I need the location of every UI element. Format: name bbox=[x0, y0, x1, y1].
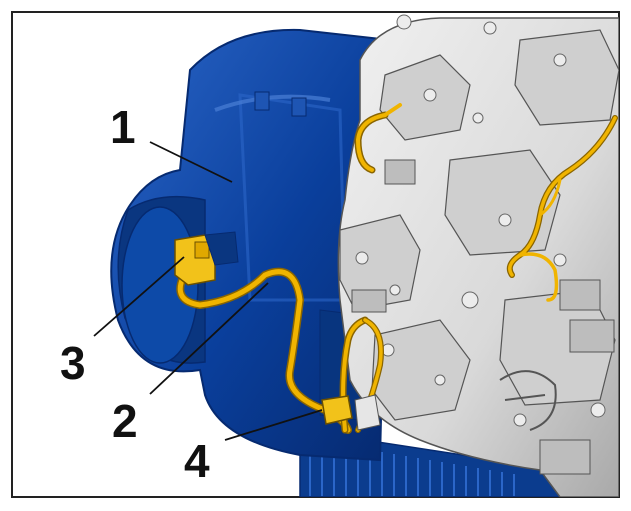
leader-line-2 bbox=[149, 282, 269, 395]
leader-line-3 bbox=[93, 256, 185, 337]
actuator-module bbox=[337, 14, 619, 497]
module-connector bbox=[321, 394, 381, 431]
callout-4: 4 bbox=[184, 435, 210, 487]
leader-line-4 bbox=[224, 409, 323, 441]
leader-lines bbox=[93, 141, 323, 441]
callout-1: 1 bbox=[110, 101, 136, 153]
callout-3: 3 bbox=[60, 337, 86, 389]
leader-line-1 bbox=[149, 141, 233, 183]
blower-connector bbox=[174, 231, 239, 286]
callout-2: 2 bbox=[112, 395, 138, 447]
